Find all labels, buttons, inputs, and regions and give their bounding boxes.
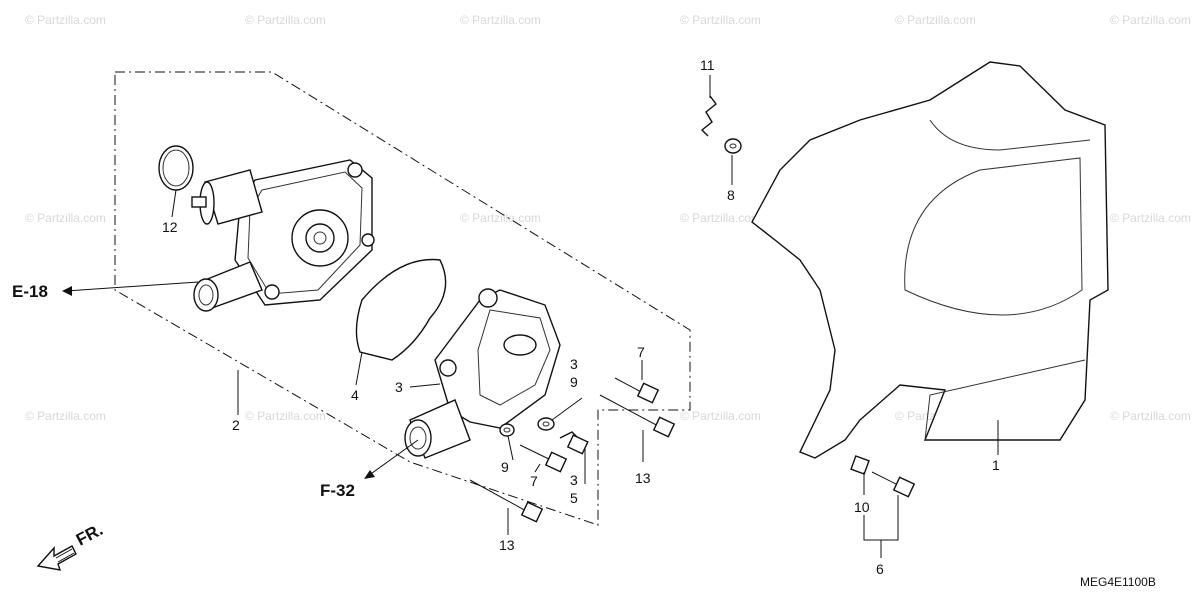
- leader-lines: [171, 75, 999, 558]
- callout-1: 1: [992, 457, 1000, 473]
- diagram-code: MEG4E1100B: [1080, 575, 1156, 589]
- watermarks: © Partzilla.com © Partzilla.com © Partzi…: [25, 13, 1191, 423]
- callout-2: 2: [232, 417, 240, 433]
- callout-11: 11: [700, 57, 715, 73]
- watermark-text: © Partzilla.com: [25, 211, 106, 225]
- watermark-text: © Partzilla.com: [680, 211, 761, 225]
- watermark-text: © Partzilla.com: [245, 13, 326, 27]
- retaining-clip: [700, 95, 717, 137]
- washers: [499, 138, 742, 437]
- callout-10: 10: [854, 499, 870, 515]
- water-pump-body: [191, 159, 375, 312]
- callout-4: 4: [351, 387, 359, 403]
- gasket: [355, 258, 447, 361]
- callout-3: 3: [395, 379, 403, 395]
- watermark-text: © Partzilla.com: [460, 13, 541, 27]
- callout-3: 3: [570, 356, 578, 372]
- callout-3: 3: [570, 472, 578, 488]
- assembly-boundary: [114, 71, 691, 526]
- front-direction-label: FR.: [73, 520, 106, 550]
- callout-13: 13: [635, 470, 651, 486]
- callout-7: 7: [637, 344, 645, 360]
- watermark-text: © Partzilla.com: [1110, 211, 1191, 225]
- callout-9: 9: [501, 459, 509, 475]
- watermark-text: © Partzilla.com: [680, 409, 761, 423]
- side-cover: [751, 61, 1109, 459]
- callouts: 1 2 3 3 3 4 5 6 7 7 8 9 9 10 11 12 13 13: [162, 57, 1000, 577]
- ref-arrow-e18: [62, 281, 199, 296]
- watermark-text: © Partzilla.com: [680, 13, 761, 27]
- front-arrow-icon: [36, 545, 77, 571]
- callout-9: 9: [570, 374, 578, 390]
- ref-arrow-f32: [364, 439, 419, 479]
- o-ring: [158, 145, 194, 191]
- ref-label-e18: E-18: [12, 282, 48, 301]
- watermark-text: © Partzilla.com: [245, 409, 326, 423]
- callout-7: 7: [530, 473, 538, 489]
- watermark-text: © Partzilla.com: [895, 13, 976, 27]
- callout-8: 8: [727, 187, 735, 203]
- callout-5: 5: [570, 490, 578, 506]
- callout-6: 6: [876, 561, 884, 577]
- watermark-text: © Partzilla.com: [1110, 13, 1191, 27]
- o-ring-inner: [162, 149, 190, 187]
- watermark-text: © Partzilla.com: [460, 211, 541, 225]
- water-pump-cover: [404, 288, 561, 459]
- callout-12: 12: [162, 219, 178, 235]
- ref-label-f32: F-32: [320, 481, 355, 500]
- watermark-text: © Partzilla.com: [25, 13, 106, 27]
- callout-13: 13: [499, 537, 515, 553]
- bolts: [469, 377, 916, 523]
- watermark-text: © Partzilla.com: [1110, 409, 1191, 423]
- watermark-text: © Partzilla.com: [25, 409, 106, 423]
